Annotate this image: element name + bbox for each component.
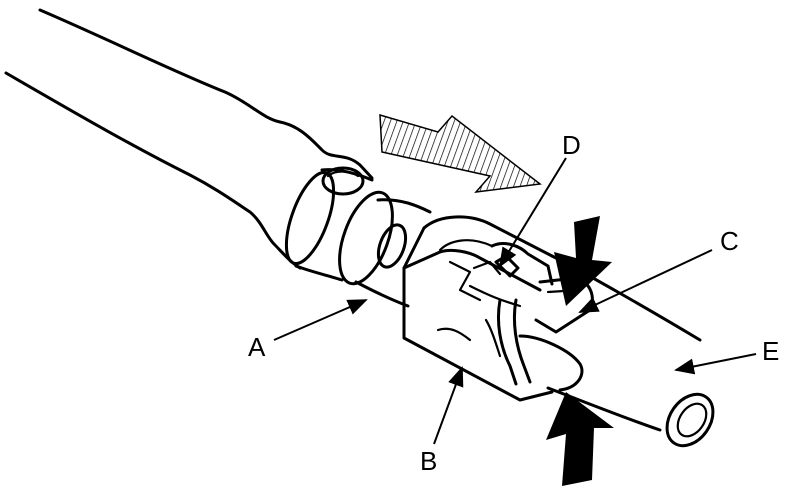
- hose-collar: [284, 166, 394, 286]
- retainer-clip: [472, 242, 554, 386]
- label-e: E: [762, 336, 779, 366]
- label-c: C: [720, 226, 739, 256]
- push-direction-arrow: [379, 113, 542, 193]
- label-b: B: [420, 446, 437, 476]
- leader-lines: [273, 157, 757, 445]
- leader-a: [273, 299, 368, 341]
- label-a: A: [248, 332, 266, 362]
- pipe: [518, 254, 715, 448]
- leader-b: [433, 366, 464, 445]
- label-d: D: [562, 130, 581, 160]
- leader-e: [674, 353, 757, 375]
- leader-c: [578, 249, 713, 313]
- squeeze-arrow-top: [554, 216, 612, 306]
- squeeze-arrows: [546, 216, 614, 486]
- squeeze-arrow-bottom: [546, 392, 614, 486]
- leader-d: [498, 157, 567, 268]
- connector-body: [402, 215, 554, 402]
- hose: [4, 8, 374, 270]
